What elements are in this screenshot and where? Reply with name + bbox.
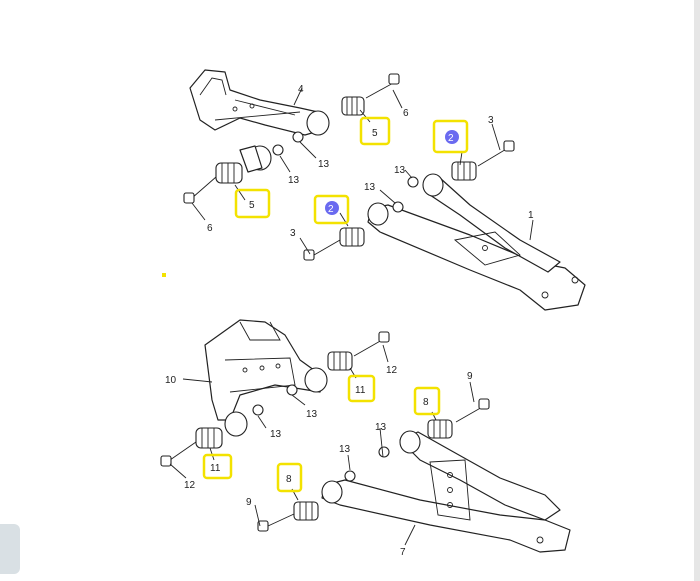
callout-11: 11: [355, 385, 366, 396]
nut-13-d: [392, 201, 404, 213]
callout-12: 12: [386, 365, 398, 376]
bolt-6-top: [365, 73, 400, 99]
callout-10: 10: [165, 375, 177, 386]
bushing-8-left: [293, 501, 319, 521]
nut-13-g: [378, 446, 390, 458]
callout-6: 6: [403, 108, 409, 119]
callout-11: 11: [210, 463, 221, 474]
scroll-tab-icon[interactable]: [0, 524, 20, 574]
callout-2: 2: [328, 204, 334, 215]
nut-13-f: [252, 404, 264, 416]
callout-13: 13: [375, 422, 387, 433]
arm-7: [321, 430, 571, 553]
callout-7: 7: [400, 547, 406, 558]
highlight-boxes: [202, 116, 469, 493]
callout-13: 13: [394, 165, 406, 176]
callout-13: 13: [339, 444, 351, 455]
bolt-9-left: [257, 513, 295, 532]
callout-8: 8: [286, 474, 292, 485]
callout-12: 12: [184, 480, 196, 491]
nut-13-e: [286, 384, 298, 396]
nut-13-h: [344, 470, 356, 482]
arm-10: [204, 319, 328, 437]
callout-labels: 4 6 5 2 3 13 13 13 13 5 6 2 1 3 12 10 11…: [165, 84, 534, 558]
callout-3: 3: [290, 228, 296, 239]
lower-arm-1: [367, 173, 586, 311]
yellow-marker: [162, 273, 166, 277]
upper-hardware: [183, 73, 534, 261]
callout-3: 3: [488, 115, 494, 126]
bolt-3-right: [477, 140, 515, 167]
bushing-5-top: [341, 96, 365, 116]
bolt-12-left: [160, 441, 197, 467]
bolt-12-top: [353, 331, 390, 357]
nut-13-b: [272, 144, 284, 156]
highlight-dots: [325, 130, 459, 215]
bushing-2-left: [339, 227, 365, 247]
callout-13: 13: [306, 409, 318, 420]
nut-13-c: [407, 176, 419, 188]
callout-5: 5: [249, 200, 255, 211]
page-edge: [694, 0, 700, 581]
bushing-11-left: [195, 427, 223, 449]
callout-2: 2: [448, 133, 454, 144]
callout-13: 13: [288, 175, 300, 186]
bushing-8-right: [427, 419, 453, 439]
callout-9: 9: [467, 371, 473, 382]
callout-13: 13: [318, 159, 330, 170]
callout-5: 5: [372, 128, 378, 139]
bolt-9-right: [455, 398, 490, 423]
bolt-6-left: [183, 176, 217, 204]
callout-6: 6: [207, 223, 213, 234]
callout-4: 4: [298, 84, 304, 95]
callout-13: 13: [364, 182, 376, 193]
upper-arm-4: [189, 69, 330, 173]
bushing-11-top: [327, 351, 353, 371]
callout-9: 9: [246, 497, 252, 508]
bolt-3-left: [303, 239, 341, 261]
bushing-2-right: [451, 161, 477, 181]
callout-13: 13: [270, 429, 282, 440]
callout-1: 1: [528, 210, 534, 221]
bushing-5-left: [215, 162, 243, 184]
callout-8: 8: [423, 397, 429, 408]
nut-13-a: [292, 131, 304, 143]
